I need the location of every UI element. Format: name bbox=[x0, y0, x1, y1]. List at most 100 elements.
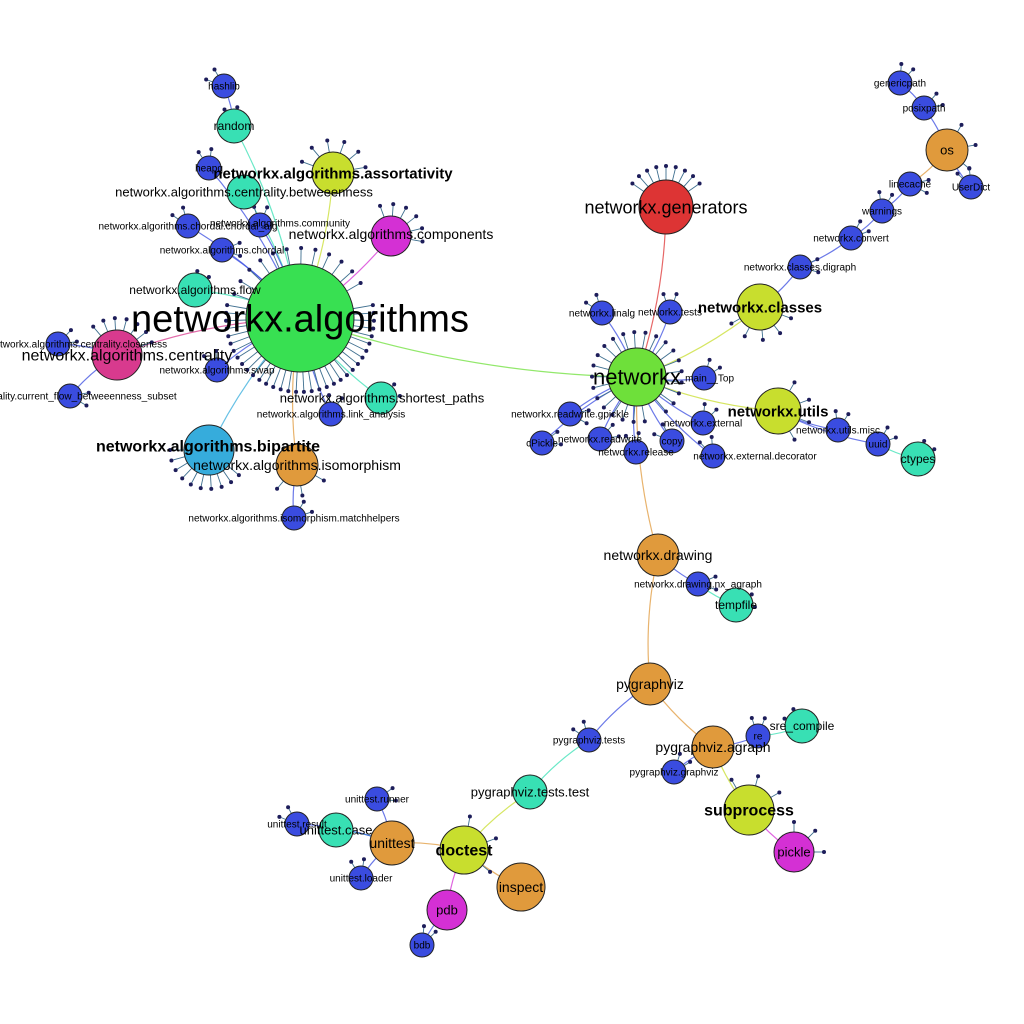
leaf-node-dot bbox=[371, 318, 376, 323]
node-pygraphviz[interactable] bbox=[628, 662, 672, 706]
node-cpickle[interactable] bbox=[529, 430, 555, 456]
node-networkx-tests[interactable] bbox=[657, 299, 683, 325]
leaf-node-dot bbox=[91, 324, 96, 329]
node-label-networkx-algorithms-flow: networkx.algorithms.flow bbox=[129, 283, 261, 297]
node-networkx-algorithms-centrality-betweeenness[interactable] bbox=[226, 174, 262, 210]
leaf-node-dot bbox=[301, 499, 306, 504]
node-networkx-algorithms-swap[interactable] bbox=[204, 357, 230, 383]
node-label-networkx-algorithms-centrality-betweeenness: networkx.algorithms.centrality.betweeenn… bbox=[115, 185, 373, 200]
node-sre-compile[interactable] bbox=[784, 708, 820, 744]
node-label-hashlib: hashlib bbox=[208, 82, 240, 93]
leaf-node-dot bbox=[169, 458, 174, 463]
leaf-node-dot bbox=[691, 174, 696, 179]
leaf-edge bbox=[346, 282, 361, 292]
node-networkx-algorithms-chordal-chordal-alg[interactable] bbox=[175, 213, 201, 239]
leaf-node-dot bbox=[679, 369, 684, 374]
node-networkx-drawing-nx-agraph[interactable] bbox=[685, 571, 711, 597]
node-networkx-readwrite-gpickle[interactable] bbox=[557, 401, 583, 427]
leaf-edge bbox=[333, 359, 348, 376]
leaf-node-dot bbox=[355, 362, 360, 367]
node-networkx-algorithms-isomorphism-matchhelpers[interactable] bbox=[281, 505, 307, 531]
node-networkx-drawing[interactable] bbox=[636, 533, 680, 577]
leaf-node-dot bbox=[224, 318, 229, 323]
node-networkx-algorithms-centrality-closeness[interactable] bbox=[45, 331, 71, 357]
node-networkx-classes[interactable] bbox=[736, 283, 784, 331]
node-genericpath[interactable] bbox=[887, 70, 913, 96]
leaf-node-dot bbox=[391, 202, 396, 207]
leaf-node-dot bbox=[623, 433, 628, 438]
node-networkx-algorithms-assortativity[interactable] bbox=[311, 151, 355, 195]
node-bdb[interactable] bbox=[409, 932, 435, 958]
node-networkx-algorithms-shortest-paths[interactable] bbox=[364, 381, 398, 415]
leaf-node-dot bbox=[713, 574, 718, 579]
node-networkx-readwrite[interactable] bbox=[587, 426, 613, 452]
node-networkx-algorithms-community[interactable] bbox=[247, 212, 273, 238]
node-networkx-algorithms-components[interactable] bbox=[370, 215, 412, 257]
node-linecache[interactable] bbox=[897, 171, 923, 197]
node-ctypes[interactable] bbox=[900, 441, 936, 477]
node-networkx-external-decorator[interactable] bbox=[700, 443, 726, 469]
node-pdb[interactable] bbox=[426, 889, 468, 931]
node-networkx-algorithms-flow[interactable] bbox=[177, 272, 213, 308]
node-label-networkx-release: networkx.release bbox=[598, 448, 674, 459]
node-heapq[interactable] bbox=[196, 155, 222, 181]
node-pickle[interactable] bbox=[773, 831, 815, 873]
leaf-node-dot bbox=[697, 440, 702, 445]
node-networkx[interactable] bbox=[607, 347, 667, 407]
node-networkx-algorithms-chordal[interactable] bbox=[209, 237, 235, 263]
leaf-node-dot bbox=[590, 374, 595, 379]
node-label-pygraphviz-tests-test: pygraphviz.tests.test bbox=[471, 785, 590, 800]
node-unittest-loader[interactable] bbox=[348, 865, 374, 891]
node-unittest-runner[interactable] bbox=[364, 786, 390, 812]
node-networkx-external[interactable] bbox=[690, 410, 716, 436]
node-networkx-release[interactable] bbox=[623, 439, 649, 465]
node-random[interactable] bbox=[216, 108, 252, 144]
node-networkx-convert[interactable] bbox=[838, 225, 864, 251]
node-os[interactable] bbox=[925, 128, 969, 172]
leaf-node-dot bbox=[271, 384, 276, 389]
leaf-edge bbox=[353, 312, 374, 315]
node-hashlib[interactable] bbox=[211, 73, 237, 99]
node-posixpath[interactable] bbox=[911, 95, 937, 121]
node-networkx-utils[interactable] bbox=[754, 387, 802, 435]
node-networkx-algorithms-centrality[interactable] bbox=[91, 329, 143, 381]
leaf-node-dot bbox=[339, 396, 344, 401]
leaf-edge bbox=[665, 370, 682, 374]
node-tempfile[interactable] bbox=[718, 587, 754, 623]
node-userdict[interactable] bbox=[958, 174, 984, 200]
node-pygraphviz-agraph[interactable] bbox=[691, 725, 735, 769]
node-networkx-linalg[interactable] bbox=[589, 300, 615, 326]
node-pygraphviz-tests-test[interactable] bbox=[512, 774, 548, 810]
leaf-node-dot bbox=[807, 397, 812, 402]
node-copy[interactable] bbox=[659, 428, 685, 454]
node-networkx-utils-misc[interactable] bbox=[825, 417, 851, 443]
node-label-networkx-algorithms-bipartite: networkx.algorithms.bipartite bbox=[96, 439, 320, 456]
node-unittest-case[interactable] bbox=[318, 812, 354, 848]
node-networkx-algorithms-link-analysis[interactable] bbox=[318, 401, 344, 427]
node-inspect[interactable] bbox=[496, 862, 546, 912]
leaf-node-dot bbox=[371, 326, 376, 331]
node-pygraphviz-graphviz[interactable] bbox=[661, 759, 687, 785]
node-networkx-algorithms[interactable] bbox=[245, 263, 355, 373]
node-unittest[interactable] bbox=[369, 820, 415, 866]
node-pygraphviz-tests[interactable] bbox=[576, 727, 602, 753]
leaf-edge bbox=[237, 346, 255, 359]
node-main-top[interactable] bbox=[691, 365, 717, 391]
leaf-edge bbox=[345, 346, 363, 359]
node-doctest[interactable] bbox=[439, 825, 489, 875]
node-networkx-algorithms-centrality-current-flow-betweeenness-subset[interactable] bbox=[57, 383, 83, 409]
leaf-node-dot bbox=[247, 267, 252, 272]
node-warnings[interactable] bbox=[869, 198, 895, 224]
node-unittest-result[interactable] bbox=[284, 811, 310, 837]
node-subprocess[interactable] bbox=[723, 784, 775, 836]
leaf-edge bbox=[190, 471, 198, 485]
node-networkx-algorithms-bipartite[interactable] bbox=[183, 424, 235, 476]
node-networkx-classes-digraph[interactable] bbox=[787, 254, 813, 280]
node-networkx-algorithms-isomorphism[interactable] bbox=[275, 443, 319, 487]
leaf-node-dot bbox=[313, 247, 318, 252]
node-networkx-generators[interactable] bbox=[638, 179, 694, 235]
leaf-node-dot bbox=[791, 707, 796, 712]
node-uuid[interactable] bbox=[865, 431, 891, 457]
node-re[interactable] bbox=[745, 723, 771, 749]
